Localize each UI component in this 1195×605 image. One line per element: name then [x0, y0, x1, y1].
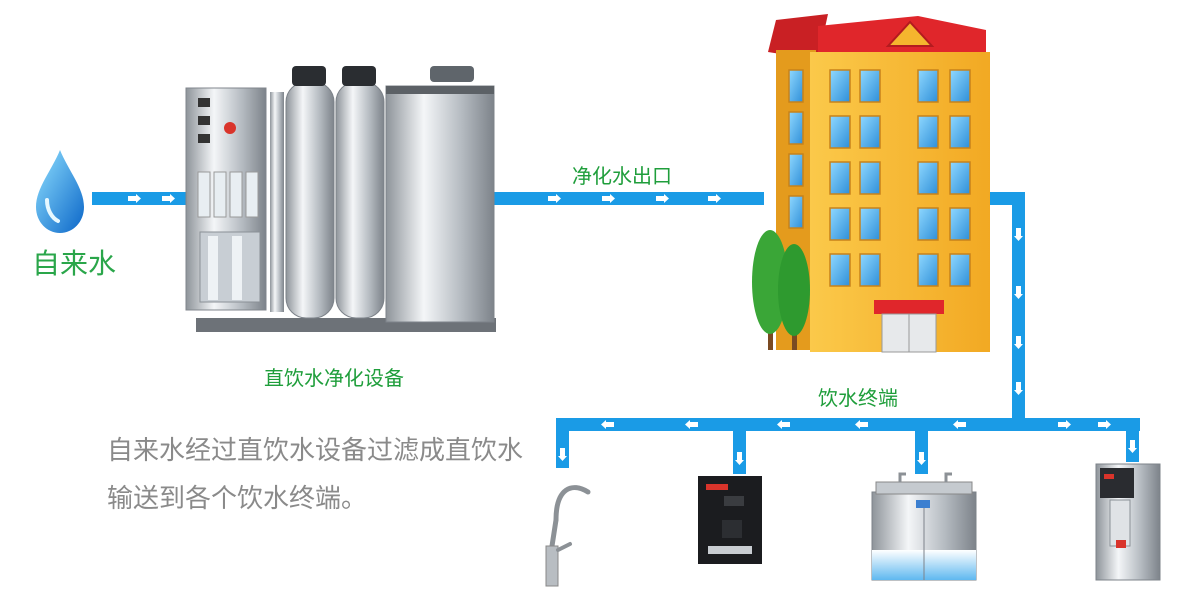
arrow-right-icon [708, 194, 721, 203]
arrow-left-icon [953, 420, 966, 429]
pipe-distribution [556, 418, 1140, 431]
label-terminals: 饮水终端 [818, 386, 898, 410]
label-tap-water: 自来水 [32, 247, 117, 280]
arrow-down-icon [1014, 286, 1023, 299]
label-purifier: 直饮水净化设备 [264, 366, 404, 390]
arrow-left-icon [777, 420, 790, 429]
arrow-down-icon [1014, 228, 1023, 241]
arrow-right-icon [548, 194, 561, 203]
cabinet-dispenser-icon [871, 472, 977, 581]
faucet-icon [545, 485, 591, 587]
arrow-right-icon [162, 194, 175, 203]
arrow-right-icon [1098, 420, 1111, 429]
arrow-down-icon [1128, 440, 1137, 453]
arrow-left-icon [685, 420, 698, 429]
pipe-drop-2 [733, 418, 746, 474]
pipe-drop-3 [915, 418, 928, 474]
arrow-left-icon [601, 420, 614, 429]
wall-dispenser-icon [698, 476, 762, 564]
tree-icon [752, 230, 810, 350]
tower-dispenser-icon [1095, 463, 1161, 581]
pipe-outlet [492, 192, 764, 205]
arrow-right-icon [128, 194, 141, 203]
arrow-down-icon [917, 452, 926, 465]
arrow-down-icon [1014, 382, 1023, 395]
arrow-down-icon [558, 448, 567, 461]
pipe-vertical-main [1012, 192, 1025, 418]
description-text: 自来水经过直饮水设备过滤成直饮水输送到各个饮水终端。 [107, 436, 524, 514]
arrow-down-icon [735, 452, 744, 465]
label-outlet: 净化水出口 [572, 164, 672, 188]
building-icon [752, 14, 990, 353]
pipe-inlet [92, 192, 197, 205]
arrow-right-icon [1058, 420, 1071, 429]
water-drop-icon [36, 150, 84, 233]
arrow-right-icon [656, 194, 669, 203]
arrow-left-icon [855, 420, 868, 429]
arrow-down-icon [1014, 336, 1023, 349]
pipe-drop-1 [556, 418, 569, 468]
flow-arrows [128, 194, 1137, 465]
purifier-machine-icon [185, 66, 496, 332]
arrow-right-icon [602, 194, 615, 203]
